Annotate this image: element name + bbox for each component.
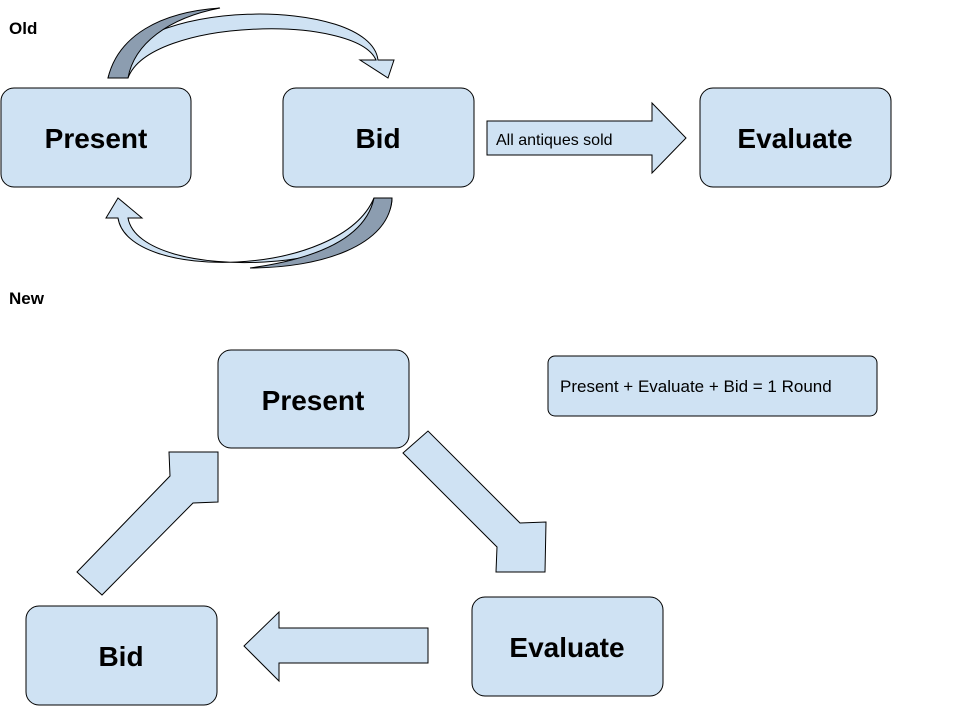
old-bid-box xyxy=(282,87,475,188)
round-note-text: Present + Evaluate + Bid = 1 Round xyxy=(560,377,832,396)
old-evaluate-box xyxy=(699,87,892,188)
old-evaluate-label: Evaluate xyxy=(737,123,852,154)
old-flow: Present Bid Evaluate All antiques sold xyxy=(0,7,892,269)
old-loop-arrow-bid-to-present xyxy=(105,197,393,269)
new-evaluate-box xyxy=(471,596,664,697)
new-evaluate-label: Evaluate xyxy=(509,632,624,663)
old-bid-label: Bid xyxy=(355,123,400,154)
new-arrow-bid-to-present xyxy=(76,451,219,596)
new-section-label: New xyxy=(9,289,44,308)
old-arrow-label: All antiques sold xyxy=(496,132,613,149)
new-bid-label: Bid xyxy=(98,641,143,672)
old-section-label: Old xyxy=(9,19,38,38)
old-present-box xyxy=(0,87,192,188)
new-arrow-evaluate-to-bid xyxy=(243,610,429,683)
round-note-box xyxy=(547,355,878,417)
old-loop-arrow-present-to-bid xyxy=(107,7,395,79)
new-present-box xyxy=(217,349,410,449)
new-present-label: Present xyxy=(262,385,365,416)
new-bid-box xyxy=(25,605,218,706)
new-arrow-present-to-evaluate xyxy=(402,430,547,573)
old-arrow-bid-to-evaluate xyxy=(486,101,687,175)
new-flow: Present Evaluate Bid Present + Evaluate … xyxy=(25,349,878,706)
old-present-label: Present xyxy=(45,123,148,154)
